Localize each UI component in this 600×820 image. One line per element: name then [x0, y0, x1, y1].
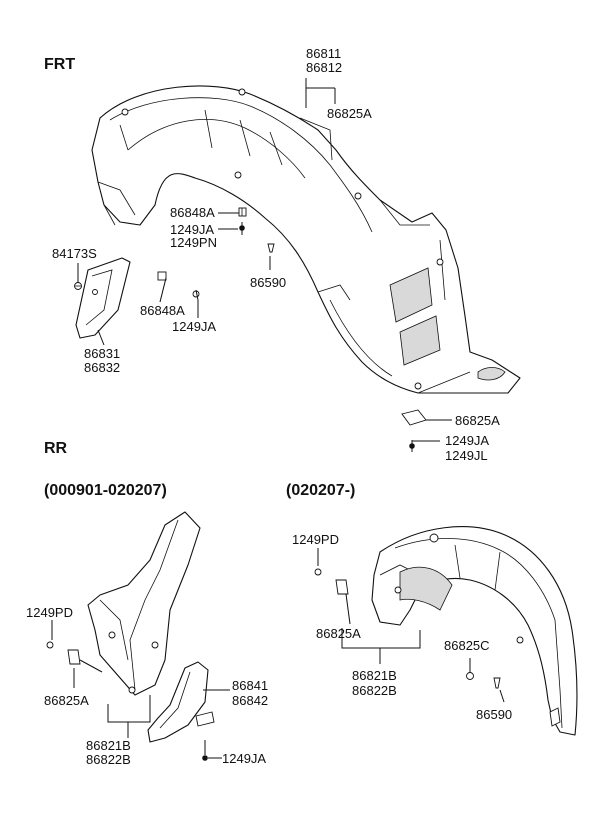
- bolt-1249ja-front-bottom: [409, 440, 415, 452]
- front-wheel-guard-liner: [91, 85, 521, 394]
- label-86848a-lower: 86848A: [140, 303, 185, 318]
- label-1249ja-rear: 1249JA: [222, 751, 266, 766]
- bolt-1249ja-upper: [239, 222, 245, 235]
- clip-hole: [429, 533, 439, 543]
- label-86841: 86841: [232, 678, 268, 693]
- label-86842: 86842: [232, 693, 268, 708]
- clip-hole: [121, 108, 129, 116]
- label-86822b-right: 86822B: [352, 683, 397, 698]
- label-1249ja-middle: 1249JA: [172, 319, 216, 334]
- label-86825a-right: 86825A: [316, 626, 361, 641]
- clip-86825a-left: [67, 649, 81, 665]
- clip-86848a-upper: [238, 207, 247, 217]
- label-1249pd-left: 1249PD: [26, 605, 73, 620]
- rear-mud-guard: [147, 661, 215, 743]
- clip-86825c: [466, 672, 474, 680]
- clip-hole: [151, 641, 159, 649]
- label-86831: 86831: [84, 346, 120, 361]
- label-86825a-left: 86825A: [44, 693, 89, 708]
- rear-wheel-guard-right: [371, 526, 578, 736]
- clip-hole: [238, 88, 246, 96]
- clip-hole: [516, 636, 524, 644]
- label-86825a-front-bottom: 86825A: [455, 413, 500, 428]
- label-86590-rear: 86590: [476, 707, 512, 722]
- rear-right-period: (020207-): [286, 482, 355, 499]
- label-1249pn: 1249PN: [170, 235, 217, 250]
- label-1249ja-front-bottom: 1249JA: [445, 433, 489, 448]
- label-86821b-left: 86821B: [86, 738, 131, 753]
- bolt-1249ja-rear: [202, 740, 208, 761]
- label-84173s: 84173S: [52, 246, 97, 261]
- clip-86825a-right: [335, 579, 349, 595]
- section-front-label: FRT: [44, 56, 75, 73]
- rear-left-period: (000901-020207): [44, 482, 167, 499]
- label-86821b-right: 86821B: [352, 668, 397, 683]
- section-rear-label: RR: [44, 440, 68, 457]
- label-86825c: 86825C: [444, 638, 490, 653]
- front-mud-guard: [75, 257, 131, 339]
- label-86832: 86832: [84, 360, 120, 375]
- screw-1249pd-right: [314, 568, 322, 576]
- rear-wheel-guard-left: [87, 511, 201, 696]
- clip-hole: [394, 586, 402, 594]
- screw-1249pd-left: [46, 641, 54, 649]
- label-86811: 86811: [306, 46, 341, 61]
- clip-86825a-front-bottom: [401, 409, 427, 426]
- clip-hole: [354, 192, 362, 200]
- label-86812: 86812: [306, 60, 342, 75]
- label-86825a-top: 86825A: [327, 106, 372, 121]
- label-86590-front: 86590: [250, 275, 286, 290]
- label-86822b-left: 86822B: [86, 752, 131, 767]
- clip-hole: [128, 686, 136, 694]
- clip-86590-rear: [493, 677, 501, 689]
- label-1249ja-upper: 1249JA: [170, 222, 214, 237]
- clip-hole: [436, 258, 444, 266]
- label-86848a-upper: 86848A: [170, 205, 215, 220]
- clip-hole: [234, 171, 242, 179]
- clip-86590-front: [267, 243, 275, 253]
- tab: [549, 707, 561, 727]
- bolt-1249ja-middle: [192, 289, 200, 301]
- screw-84173s: [74, 282, 82, 290]
- clip-86848a-lower: [157, 271, 167, 281]
- clip-hole: [92, 289, 98, 295]
- clip-hole: [414, 382, 422, 390]
- clip-hole: [108, 631, 116, 639]
- label-1249pd-right: 1249PD: [292, 532, 339, 547]
- label-1249jl: 1249JL: [445, 448, 488, 463]
